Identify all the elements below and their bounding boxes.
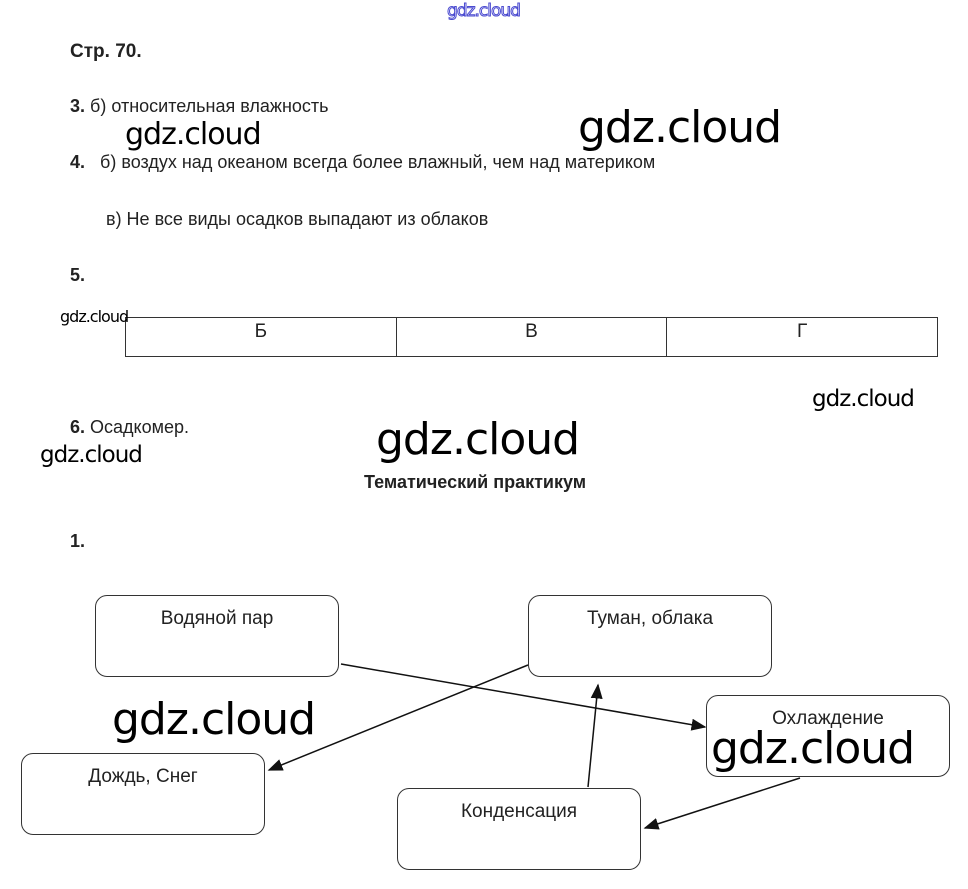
arrow <box>267 664 529 771</box>
answer-number: 5. <box>70 265 86 285</box>
answer-number: 4. <box>70 152 86 172</box>
diagram-node: Охлаждение <box>706 695 950 777</box>
answer-number: 6. <box>70 417 86 437</box>
answer-text: б) относительная влажность <box>90 96 329 116</box>
watermark: gdz.cloud <box>40 442 143 468</box>
answer-text: Осадкомер. <box>90 417 190 437</box>
table-cell: Г <box>666 317 938 357</box>
watermark: gdz.cloud <box>376 414 580 465</box>
diagram-node: Водяной пар <box>95 595 339 677</box>
watermark: gdz.cloud <box>447 1 522 21</box>
arrow <box>587 683 603 788</box>
watermark: gdz.cloud <box>812 386 915 412</box>
watermark: gdz.cloud <box>112 694 316 745</box>
answer-number: 3. <box>70 96 86 116</box>
answer-table: Б В Г <box>125 317 938 357</box>
diagram-node: Конденсация <box>397 788 641 870</box>
answer-text: в) Не все виды осадков выпадают из облак… <box>106 209 489 229</box>
watermark: gdz.cloud <box>711 723 915 774</box>
arrow <box>340 663 707 731</box>
watermark: gdz.cloud <box>578 102 782 153</box>
watermark: gdz.cloud <box>60 307 129 326</box>
task-number: 1. <box>70 531 86 551</box>
watermark: gdz.cloud <box>125 117 262 152</box>
answer-text: б) воздух над океаном всегда более влажн… <box>100 152 656 172</box>
section-title: Тематический практикум <box>364 472 587 492</box>
diagram-node: Дождь, Снег <box>21 753 265 835</box>
arrow <box>643 777 801 830</box>
diagram-node: Туман, облака <box>528 595 772 677</box>
page-title: Стр. 70. <box>70 41 142 62</box>
table-cell: В <box>395 317 668 357</box>
